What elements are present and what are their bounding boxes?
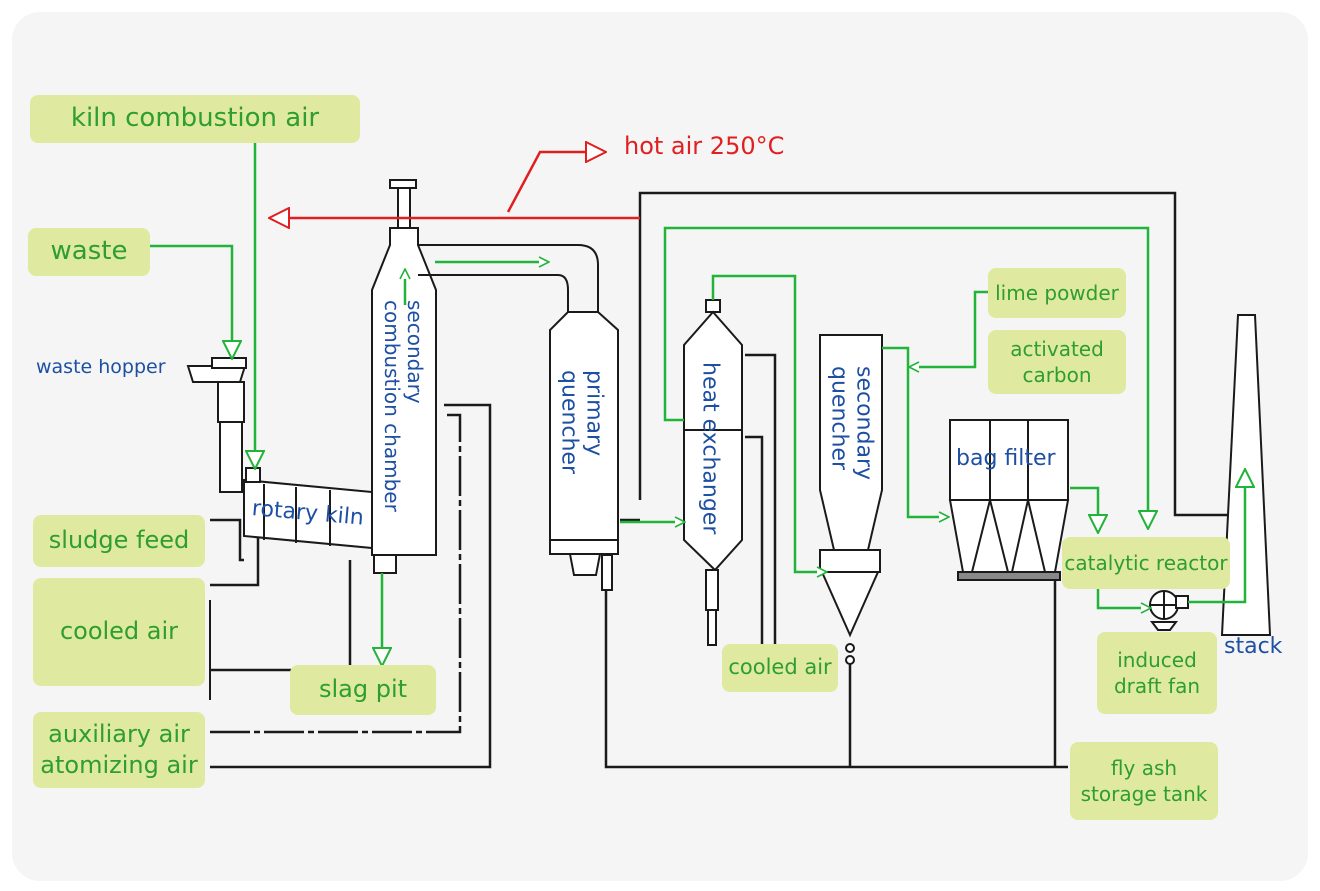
cooled-air-mid-label: cooled air [722, 644, 838, 692]
utility-piping [209, 191, 1238, 769]
hot-air-label: hot air 250°C [624, 132, 785, 160]
stack-label: stack [1224, 634, 1283, 659]
induced-draft-fan-label: induced draft fan [1097, 632, 1217, 714]
kiln-combustion-air-label: kiln combustion air [30, 95, 360, 143]
waste-hopper-label: waste hopper [36, 356, 166, 378]
waste-hopper [186, 357, 247, 493]
auxiliary-atomizing-air-label: auxiliary air atomizing air [33, 712, 205, 788]
primary-quencher [549, 311, 619, 591]
catalytic-reactor-label: catalytic reactor [1062, 537, 1230, 589]
activated-carbon-label: activated carbon [988, 330, 1126, 394]
slag-pit-label: slag pit [290, 665, 436, 715]
rotary-kiln [243, 467, 373, 550]
secondary-combustion-chamber-label: secondary combustion chamber [380, 300, 427, 512]
heat-exchanger [683, 299, 743, 646]
bag-filter-label: bag filter [956, 446, 1056, 471]
bag-filter [948, 419, 1070, 581]
primary-quencher-label: primary quencher [556, 370, 607, 475]
heat-exchanger-label: heat exchanger [697, 362, 723, 535]
sludge-feed-label: sludge feed [33, 515, 205, 567]
secondary-quencher [819, 334, 883, 665]
lime-powder-label: lime powder [988, 268, 1126, 318]
secondary-quencher-label: secondary quencher [826, 366, 877, 481]
induced-draft-fan [1149, 590, 1189, 631]
cooled-air-left-label: cooled air [33, 578, 205, 686]
secondary-combustion-chamber [371, 179, 599, 574]
flow-arrows [150, 140, 1245, 665]
hot-air-arrows [270, 152, 640, 218]
fly-ash-storage-tank-label: fly ash storage tank [1070, 742, 1218, 820]
waste-label: waste [28, 228, 150, 276]
